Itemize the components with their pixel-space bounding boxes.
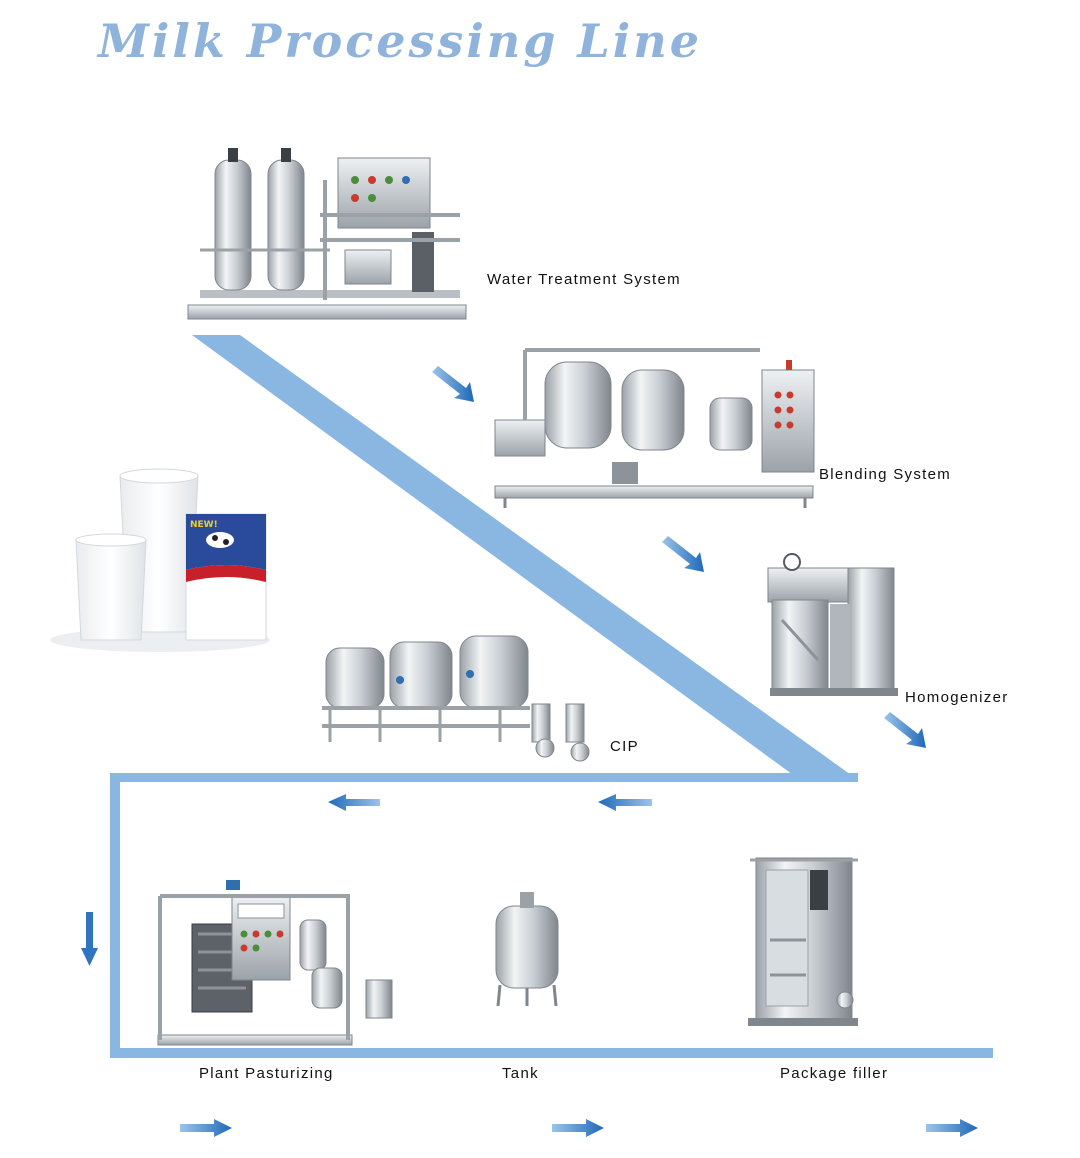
label-cip: CIP	[610, 738, 639, 755]
label-homogenizer: Homogenizer	[905, 689, 1009, 706]
flow-arrow-left-1	[598, 794, 652, 811]
homogenizer-machine	[767, 553, 898, 696]
page-title: Milk Processing Line	[98, 14, 702, 68]
label-water-treatment: Water Treatment System	[487, 271, 681, 288]
label-package-filler: Package filler	[780, 1065, 889, 1082]
storage-tank	[495, 892, 559, 1007]
flow-arrow-right-1	[180, 1119, 232, 1137]
flow-arrow-left-2	[328, 794, 380, 811]
flow-arrow-3	[884, 712, 926, 748]
milk-glasses-and-carton: NEW!	[50, 468, 270, 652]
label-tank: Tank	[502, 1065, 539, 1082]
water-treatment-machine	[187, 148, 467, 320]
flow-arrow-2	[662, 536, 704, 572]
flow-arrow-1	[432, 366, 474, 402]
flow-arrow-right-2	[552, 1119, 604, 1137]
flow-arrow-down	[81, 912, 98, 966]
package-filler-machine	[748, 857, 858, 1026]
flow-arrow-right-3	[926, 1119, 978, 1137]
pasteurizer-machine	[157, 880, 393, 1046]
carton-brand-mark: NEW!	[190, 520, 218, 530]
cip-tanks	[322, 635, 590, 762]
label-pasteurizing: Plant Pasturizing	[199, 1065, 334, 1082]
blending-machine	[494, 348, 815, 508]
flow-band	[110, 335, 993, 1058]
label-blending: Blending System	[819, 466, 952, 483]
